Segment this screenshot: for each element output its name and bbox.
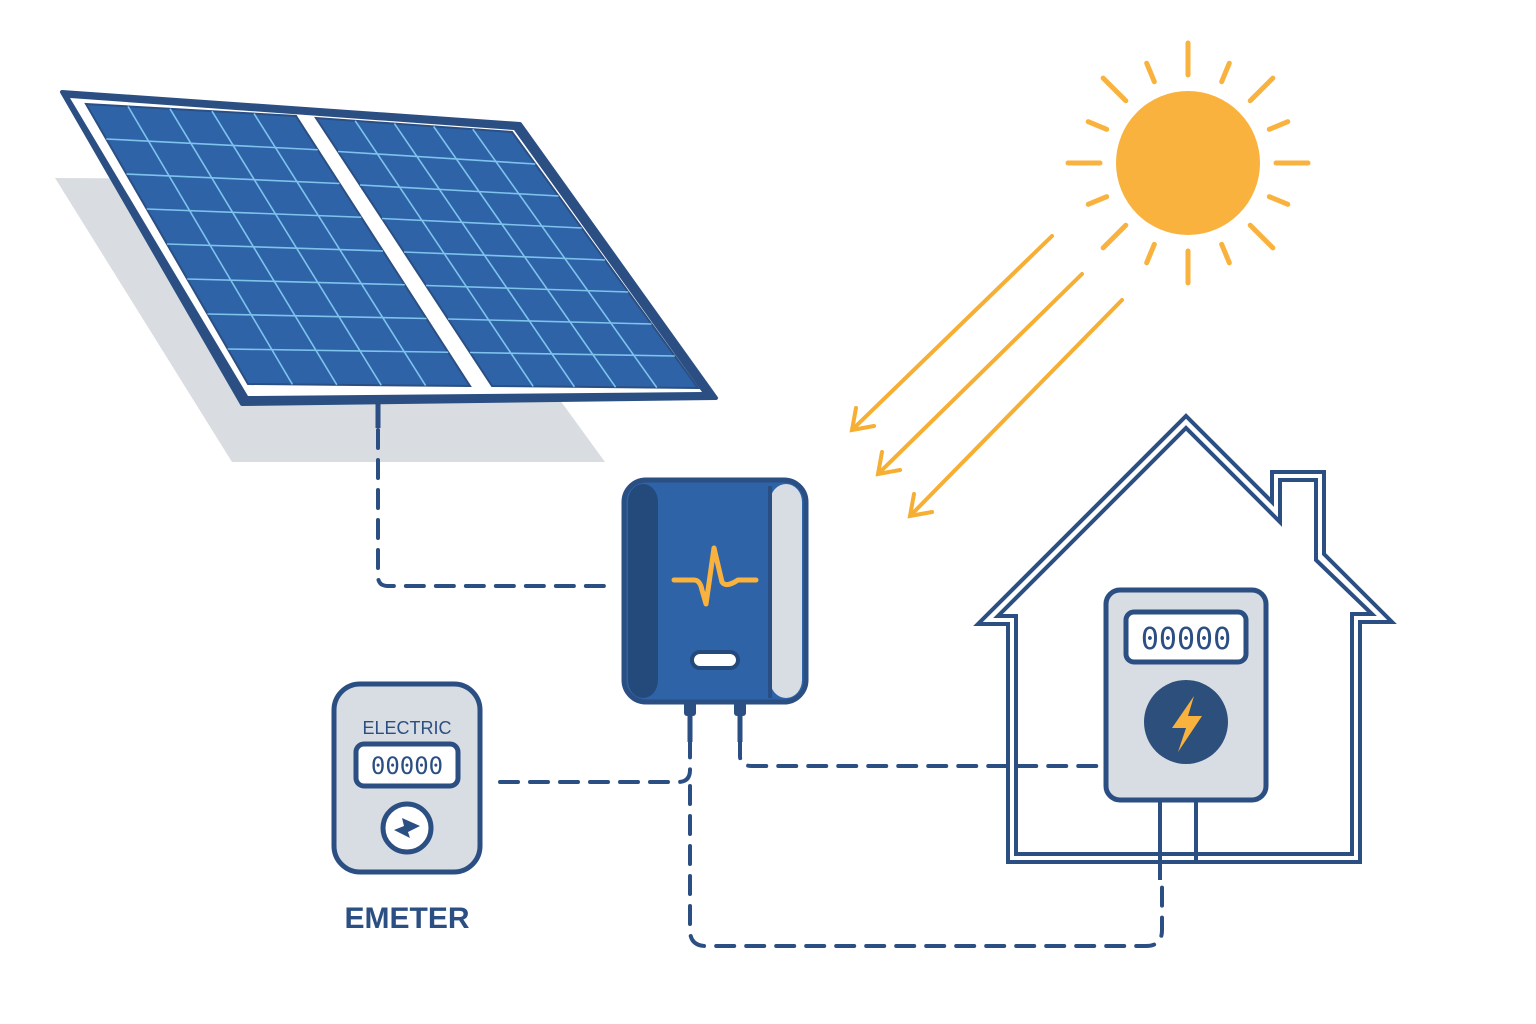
panel-cell-line	[447, 318, 652, 325]
sun-ray	[1100, 222, 1129, 251]
sunlight-arrow	[875, 272, 1084, 477]
sun-ray	[1144, 60, 1157, 85]
lightning-bolt-icon	[1172, 696, 1202, 752]
inverter-left-strip	[628, 484, 658, 698]
panel-to-inverter-wire	[376, 428, 614, 588]
house-meter-display	[1123, 609, 1249, 665]
panel-cell-line	[359, 184, 559, 197]
sunlight-arrows	[849, 234, 1124, 519]
inverter-connector-left	[684, 702, 696, 716]
house-outline-outer	[973, 413, 1397, 864]
inverter-status-led	[690, 650, 740, 670]
inverter-connector-right	[734, 702, 746, 716]
panel-cell-line	[227, 348, 449, 354]
panel-cell-line	[381, 217, 582, 229]
sun-ray	[1100, 75, 1129, 104]
wiring	[376, 428, 1164, 948]
sun-ray	[1266, 119, 1291, 132]
panel-cell-line	[337, 150, 536, 165]
sun-ray	[1266, 194, 1291, 207]
panel-cell-line	[106, 138, 318, 151]
sun-disc	[1116, 91, 1260, 235]
panel-cell-line	[166, 243, 384, 252]
sun-ray	[1085, 119, 1110, 132]
inverter-icon	[621, 477, 809, 742]
panel-cell-line	[187, 278, 405, 286]
sun-ray	[1085, 194, 1110, 207]
emeter-to-inverter-wire	[498, 738, 692, 784]
panel-cell-line	[126, 173, 340, 185]
inverter-to-house-meter-wire	[738, 738, 1106, 768]
sun-ray	[1247, 222, 1276, 251]
panel-cell-line	[425, 284, 629, 293]
inverter-side-panel	[770, 484, 802, 698]
emeter-header: ELECTRIC	[362, 718, 451, 738]
panel-cell-line	[469, 351, 675, 357]
inverter-body	[621, 477, 809, 705]
sun-icon	[1065, 40, 1311, 286]
sunlight-arrow	[849, 234, 1054, 433]
panel-cell-line	[207, 313, 427, 320]
house-meter: 00000	[1103, 587, 1269, 880]
house-outline-inner	[993, 425, 1377, 856]
panel-cell-grid	[106, 105, 675, 389]
sun-ray	[1219, 241, 1232, 266]
sun-ray	[1144, 241, 1157, 266]
panel-left-module	[84, 102, 472, 388]
house-meter-reading: 00000	[1141, 622, 1231, 657]
waveform-icon	[671, 545, 759, 607]
sunlight-arrow	[907, 298, 1124, 519]
emeter-display	[353, 741, 461, 789]
sun-ray	[1247, 75, 1276, 104]
panel-cell-line	[146, 208, 362, 219]
inverter-to-house-loop-wire	[688, 784, 1164, 948]
emeter-caption: EMETER	[344, 902, 469, 935]
panel-cell-line	[403, 251, 606, 261]
house-icon	[973, 413, 1397, 864]
emeter: ELECTRIC 00000 EMETER	[331, 681, 483, 935]
panel-right-module	[314, 116, 700, 390]
emeter-reading: 00000	[371, 752, 443, 780]
solar-panel	[55, 90, 718, 462]
sun-ray	[1219, 60, 1232, 85]
